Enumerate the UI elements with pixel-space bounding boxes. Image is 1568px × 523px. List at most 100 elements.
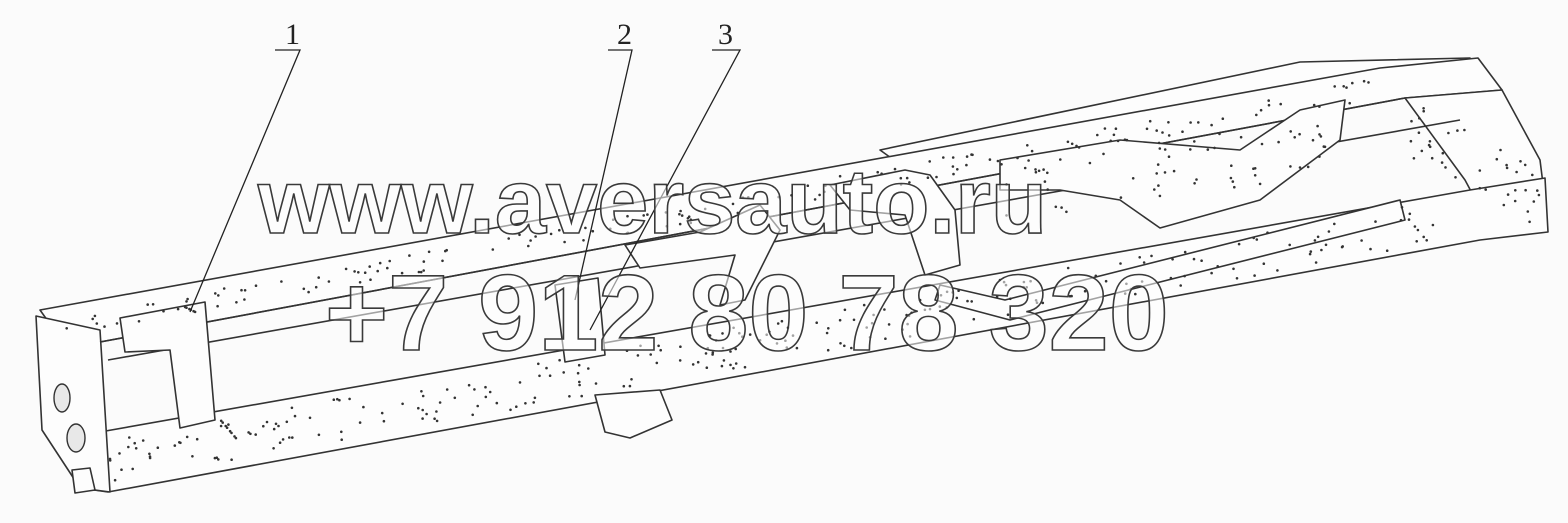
rivet-dot <box>1043 180 1047 183</box>
rivet-dot <box>148 452 151 456</box>
rivet-dot <box>419 270 423 274</box>
rivet-dot <box>679 209 682 213</box>
rivet-dot <box>1298 132 1301 136</box>
rivet-dot <box>1351 81 1354 85</box>
rivet-dot <box>427 250 431 254</box>
rivet-dot <box>908 181 911 184</box>
rivet-dot <box>185 300 188 303</box>
rivet-dot <box>272 447 275 450</box>
rivet-dot <box>1102 152 1105 156</box>
rivet-dot <box>1153 188 1156 191</box>
rivet-dot <box>714 339 718 342</box>
rivet-dot <box>1524 188 1527 192</box>
rivet-dot <box>1255 113 1258 117</box>
rivet-dot <box>838 318 842 322</box>
rivet-dot <box>113 478 117 482</box>
rivet-dot <box>945 290 949 294</box>
rivet-dot <box>1262 262 1266 266</box>
rivet-dot <box>1463 128 1466 132</box>
rivet-dot <box>815 321 818 325</box>
rivet-dot <box>578 383 581 387</box>
rivet-dot <box>249 432 252 436</box>
rivet-dot <box>1324 243 1328 247</box>
rivet-dot <box>265 420 269 424</box>
rivet-dot <box>1428 145 1432 149</box>
rivet-dot <box>388 259 392 263</box>
rivet-dot <box>1112 133 1116 137</box>
rivet-dot <box>217 294 220 297</box>
rivet-dot <box>708 334 712 337</box>
rivet-dot <box>1148 119 1152 123</box>
rivet-dot <box>1054 205 1058 209</box>
rivet-dot <box>747 196 750 199</box>
rivet-dot <box>1422 109 1425 113</box>
rivet-dot <box>230 431 233 435</box>
rivet-dot <box>382 419 386 423</box>
rivet-dot <box>1206 148 1210 151</box>
rivet-dot <box>529 239 532 242</box>
rivet-dot <box>1006 313 1010 317</box>
rivet-dot <box>659 348 662 352</box>
rivet-dot <box>1235 277 1239 280</box>
rivet-dot <box>438 401 442 404</box>
rivet-dot <box>1327 230 1331 233</box>
rivet-dot <box>956 168 959 171</box>
rivet-dot <box>285 420 289 424</box>
rivet-dot <box>1259 108 1263 112</box>
rivet-dot <box>118 452 121 455</box>
rivet-dot <box>780 319 784 323</box>
rivet-dot <box>657 344 660 348</box>
rivet-dot <box>584 226 587 230</box>
rivet-dot <box>213 456 217 460</box>
rivet-dot <box>818 193 821 197</box>
rivet-dot <box>1456 129 1459 132</box>
rivet-dot <box>928 307 932 311</box>
rivet-dot <box>1447 131 1450 135</box>
rivet-dot <box>1200 259 1203 263</box>
rivet-dot <box>1218 132 1221 136</box>
rivet-dot <box>1484 188 1487 191</box>
rivet-dot <box>957 289 960 293</box>
rivet-dot <box>1060 206 1063 209</box>
rivet-dot <box>1288 243 1291 247</box>
rivet-dots <box>65 79 1541 482</box>
rivet-dot <box>216 304 219 308</box>
rivet-dot <box>422 269 426 272</box>
rivet-dot <box>234 436 238 440</box>
rivet-dot <box>1514 189 1517 192</box>
rivet-dot <box>558 228 561 232</box>
rivet-dot <box>467 383 471 387</box>
rivet-dot <box>274 422 278 426</box>
rivet-dot <box>219 424 223 428</box>
rivet-dot <box>1253 174 1257 177</box>
rivet-dot <box>1340 245 1344 249</box>
rivet-dot <box>883 308 886 311</box>
rivet-dot <box>369 278 372 282</box>
rivet-dot <box>696 360 700 364</box>
rivet-dot <box>358 421 362 424</box>
rivet-dot <box>314 285 318 289</box>
rivet-dot <box>706 346 710 350</box>
rear-x-brace <box>999 99 1346 229</box>
rivet-dot <box>1193 182 1196 185</box>
rivet-dot <box>1252 236 1255 240</box>
rivet-dot <box>1316 124 1319 128</box>
rivet-dot <box>1279 102 1282 106</box>
rivet-dot <box>705 366 709 370</box>
rivet-dot <box>538 374 541 378</box>
rivet-dot <box>1412 157 1416 160</box>
rivet-dot <box>484 395 488 399</box>
rivet-dot <box>691 363 695 366</box>
rivet-dot <box>254 433 257 436</box>
rivet-dot <box>348 397 351 401</box>
rivet-dot <box>532 401 535 404</box>
rivet-dot <box>850 346 853 350</box>
rivet-dot <box>901 328 904 331</box>
rivet-dot <box>568 395 571 398</box>
rivet-dot <box>704 352 708 355</box>
rivet-dot <box>128 436 131 439</box>
rivet-dot <box>646 213 649 216</box>
rivet-dot <box>687 215 691 218</box>
rivet-dot <box>824 184 827 187</box>
